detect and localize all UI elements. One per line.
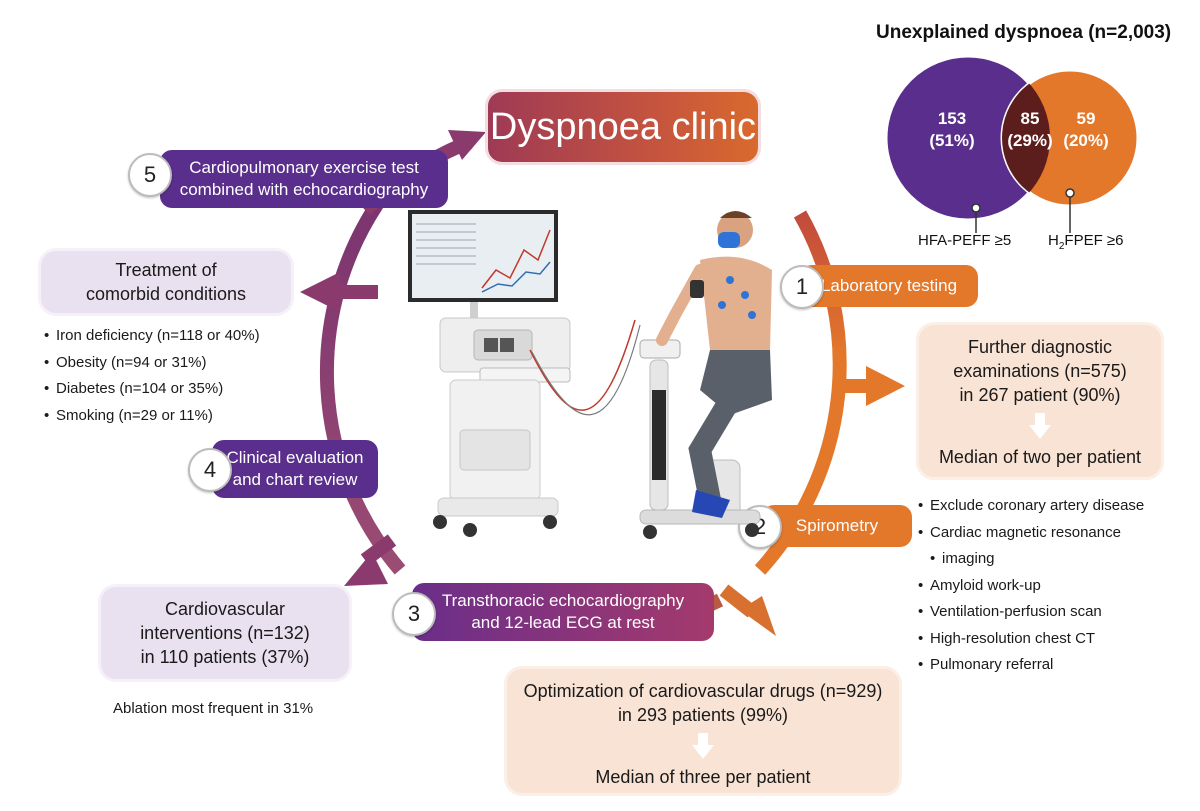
venn-diagram bbox=[884, 54, 1140, 233]
down-arrow-icon bbox=[692, 733, 714, 759]
step-2-spirometry-pill: Spirometry bbox=[762, 505, 912, 547]
step-3-line2: and 12-lead ECG at rest bbox=[471, 613, 655, 632]
step-3-echo-pill: Transthoracic echocardiography and 12-lea… bbox=[412, 583, 714, 641]
cardio-line-1: Cardiovascular bbox=[164, 599, 286, 619]
cardio-line-2: interventions (n=132) bbox=[140, 623, 310, 643]
step-5-number: 5 bbox=[128, 153, 172, 197]
step-1-label: Laboratory testing bbox=[820, 276, 958, 295]
list-item: Diabetes (n=104 or 35%) bbox=[44, 376, 260, 403]
step-5-line1: Cardiopulmonary exercise test bbox=[189, 158, 419, 177]
step-4-line1: Clinical evaluation bbox=[226, 448, 364, 467]
further-line-3: in 267 patient (90%) bbox=[959, 385, 1121, 405]
further-line-2: examinations (n=575) bbox=[953, 361, 1127, 381]
list-item: Obesity (n=94 or 31%) bbox=[44, 350, 260, 377]
further-median: Median of two per patient bbox=[938, 447, 1142, 467]
step-4-evaluation-pill: Clinical evaluation and chart review bbox=[212, 440, 378, 498]
venn-overlap-value: 85(29%) bbox=[1007, 109, 1053, 150]
further-list: Exclude coronary artery disease Cardiac … bbox=[918, 493, 1144, 679]
cardio-interventions-box: Cardiovascular interventions (n=132) in … bbox=[98, 584, 352, 682]
comorbid-box: Treatment of comorbid conditions bbox=[38, 248, 294, 316]
step-4-number: 4 bbox=[188, 448, 232, 492]
ablation-note: Ablation most frequent in 31% bbox=[113, 700, 314, 717]
list-item: Exclude coronary artery disease bbox=[918, 493, 1144, 520]
arrow-to-further bbox=[866, 366, 905, 406]
h2fpef-label: H2FPEF ≥6 bbox=[1048, 232, 1124, 252]
patient-torso bbox=[700, 256, 772, 350]
comorbid-title-1: Treatment of bbox=[115, 260, 217, 280]
venn-right-value: 59(20%) bbox=[1063, 109, 1109, 150]
list-item: Cardiac magnetic resonance bbox=[918, 520, 1144, 547]
cardio-line-3: in 110 patients (37%) bbox=[140, 647, 310, 667]
step-4-line2: and chart review bbox=[232, 470, 358, 489]
step-1-lab-pill: Laboratory testing bbox=[800, 265, 978, 307]
optimization-box: Optimization of cardiovascular drugs (n=… bbox=[504, 666, 902, 796]
step-1-number: 1 bbox=[780, 265, 824, 309]
step-3-number: 3 bbox=[392, 592, 436, 636]
optimization-line-1: Optimization of cardiovascular drugs (n=… bbox=[523, 681, 883, 701]
cpet-illustration bbox=[408, 210, 772, 539]
arrow-to-comorbid bbox=[300, 272, 340, 312]
step-3-line1: Transthoracic echocardiography bbox=[441, 591, 685, 610]
overlap-region bbox=[1002, 70, 1050, 206]
breathing-mask-icon bbox=[718, 232, 740, 248]
clinic-title: Dyspnoea clinic bbox=[488, 92, 758, 162]
comorbid-title-2: comorbid conditions bbox=[85, 284, 247, 304]
comorbid-list: Iron deficiency (n=118 or 40%) Obesity (… bbox=[44, 323, 260, 429]
further-diagnostics-box: Further diagnostic examinations (n=575) … bbox=[916, 322, 1164, 480]
list-item: Smoking (n=29 or 11%) bbox=[44, 403, 260, 430]
list-item: Ventilation-perfusion scan bbox=[918, 599, 1144, 626]
further-line-1: Further diagnostic bbox=[967, 337, 1113, 357]
list-item: Pulmonary referral bbox=[918, 652, 1144, 679]
step-5-cpet-pill: Cardiopulmonary exercise test combined wi… bbox=[160, 150, 448, 208]
step-5-line2: combined with echocardiography bbox=[179, 180, 429, 199]
list-item: High-resolution chest CT bbox=[918, 626, 1144, 653]
hfa-peff-label: HFA-PEFF ≥5 bbox=[918, 232, 1012, 249]
list-item: Iron deficiency (n=118 or 40%) bbox=[44, 323, 260, 350]
step-2-label: Spirometry bbox=[795, 516, 879, 535]
down-arrow-icon bbox=[1029, 413, 1051, 439]
optimization-line-2: in 293 patients (99%) bbox=[617, 705, 789, 725]
arrow-to-cardio bbox=[344, 552, 388, 586]
arrow-to-clinic bbox=[448, 130, 486, 160]
venn-title: Unexplained dyspnoea (n=2,003) bbox=[876, 22, 1172, 43]
venn-left-value: 153(51%) bbox=[929, 109, 975, 150]
list-item: Amyloid work-up bbox=[918, 573, 1144, 600]
list-item: imaging bbox=[918, 546, 1144, 573]
optimization-median: Median of three per patient bbox=[595, 767, 811, 787]
